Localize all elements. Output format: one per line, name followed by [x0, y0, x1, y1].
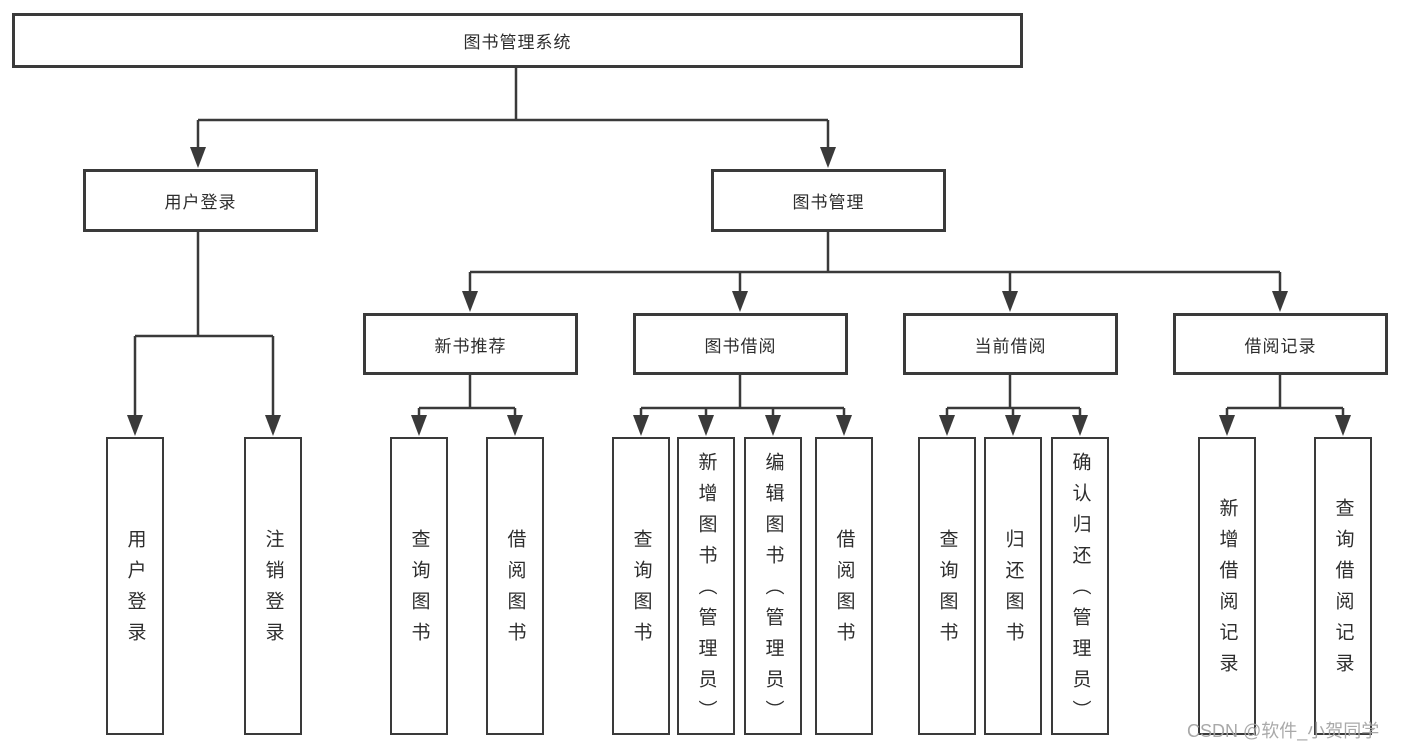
node-root-system: 图书管理系统 [12, 13, 1023, 68]
node-current-borrow: 当前借阅 [903, 313, 1118, 375]
leaf-borrow-add-books-admin: 新增图书（管理员） [677, 437, 735, 735]
leaf-newbook-borrow-books-label: 借阅图书 [504, 529, 526, 653]
node-book-management-label: 图书管理 [792, 193, 865, 212]
leaf-newbook-borrow-books: 借阅图书 [486, 437, 544, 735]
leaf-current-confirm-return-admin-label: 确认归还（管理员） [1069, 451, 1091, 731]
node-book-borrow-label: 图书借阅 [704, 336, 777, 356]
leaf-records-query-record-label: 查询借阅记录 [1332, 498, 1354, 684]
leaf-records-add-record: 新增借阅记录 [1198, 437, 1256, 735]
leaf-borrow-borrow-books: 借阅图书 [815, 437, 873, 735]
node-borrow-records-label: 借阅记录 [1244, 336, 1317, 356]
leaf-borrow-edit-books-admin-label: 编辑图书（管理员） [762, 451, 784, 731]
node-book-management: 图书管理 [711, 169, 946, 232]
arrowhead-icons [127, 147, 1351, 436]
node-new-book-recommend-label: 新书推荐 [434, 336, 507, 356]
leaf-records-query-record: 查询借阅记录 [1314, 437, 1372, 735]
node-root-label: 图书管理系统 [463, 33, 572, 52]
leaf-logout-label: 注销登录 [262, 529, 284, 653]
leaf-borrow-query-books: 查询图书 [612, 437, 670, 735]
node-new-book-recommend: 新书推荐 [363, 313, 578, 375]
leaf-current-return-books: 归还图书 [984, 437, 1042, 735]
node-current-borrow-label: 当前借阅 [974, 336, 1047, 356]
leaf-logout: 注销登录 [244, 437, 302, 735]
leaf-current-query-books-label: 查询图书 [936, 529, 958, 653]
tree-edges [133, 68, 1345, 421]
leaf-newbook-query-books-label: 查询图书 [408, 529, 430, 653]
leaf-borrow-add-books-admin-label: 新增图书（管理员） [695, 451, 717, 731]
node-book-borrow: 图书借阅 [633, 313, 848, 375]
leaf-borrow-query-books-label: 查询图书 [630, 529, 652, 653]
node-user-login: 用户登录 [83, 169, 318, 232]
leaf-records-add-record-label: 新增借阅记录 [1216, 498, 1238, 684]
node-borrow-records: 借阅记录 [1173, 313, 1388, 375]
csdn-watermark: CSDN @软件_小贺同学 [1187, 721, 1380, 741]
leaf-newbook-query-books: 查询图书 [390, 437, 448, 735]
leaf-user-login-label: 用户登录 [124, 529, 146, 653]
node-user-login-label: 用户登录 [164, 193, 237, 212]
leaf-current-return-books-label: 归还图书 [1002, 529, 1024, 653]
leaf-current-confirm-return-admin: 确认归还（管理员） [1051, 437, 1109, 735]
leaf-current-query-books: 查询图书 [918, 437, 976, 735]
leaf-borrow-borrow-books-label: 借阅图书 [833, 529, 855, 653]
leaf-borrow-edit-books-admin: 编辑图书（管理员） [744, 437, 802, 735]
leaf-user-login: 用户登录 [106, 437, 164, 735]
